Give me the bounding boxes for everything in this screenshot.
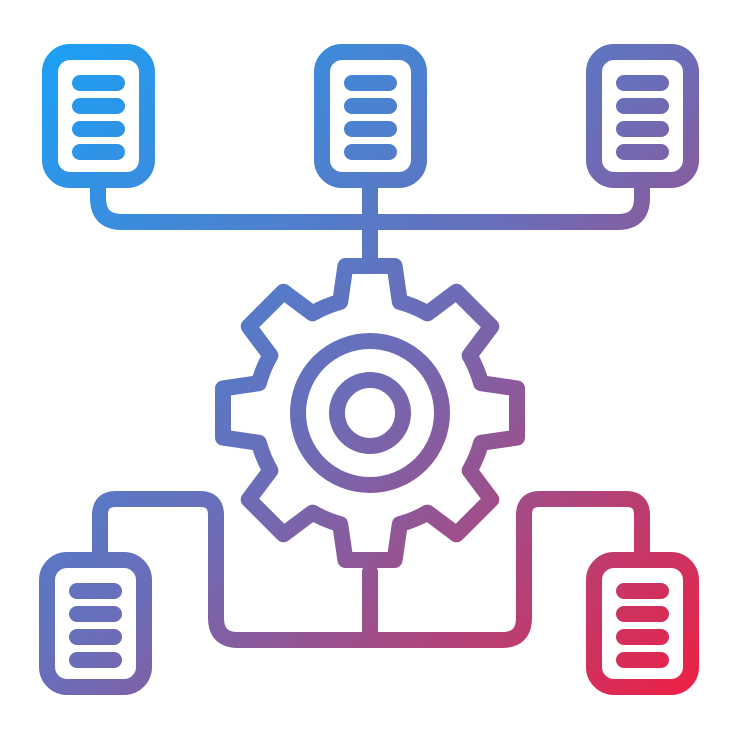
document-icon	[314, 44, 427, 188]
gear-hub	[329, 372, 411, 454]
document-icon	[586, 552, 699, 695]
document-icon	[42, 44, 155, 188]
gear-icon	[215, 258, 525, 568]
document-icon	[39, 552, 152, 695]
gear-inner-ring	[290, 333, 450, 493]
document-icon	[586, 44, 699, 188]
